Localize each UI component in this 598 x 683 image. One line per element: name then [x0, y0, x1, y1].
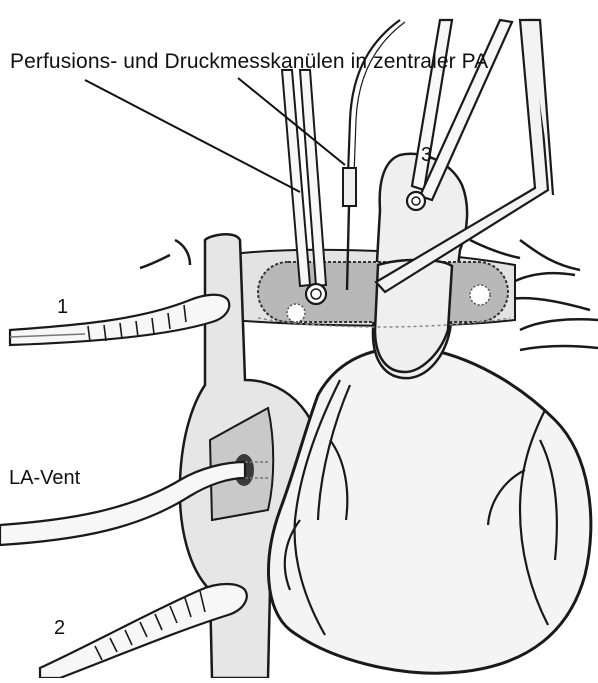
label-la-vent: LA-Vent: [9, 467, 80, 490]
heart: [269, 348, 591, 674]
cannula-1: [10, 295, 229, 345]
label-cannula-3: 3: [421, 144, 432, 167]
label-cannula-1: 1: [57, 296, 68, 319]
label-cannula-2: 2: [54, 617, 65, 640]
cannula-caption: Perfusions- und Druckmesskanülen in zent…: [10, 50, 488, 74]
